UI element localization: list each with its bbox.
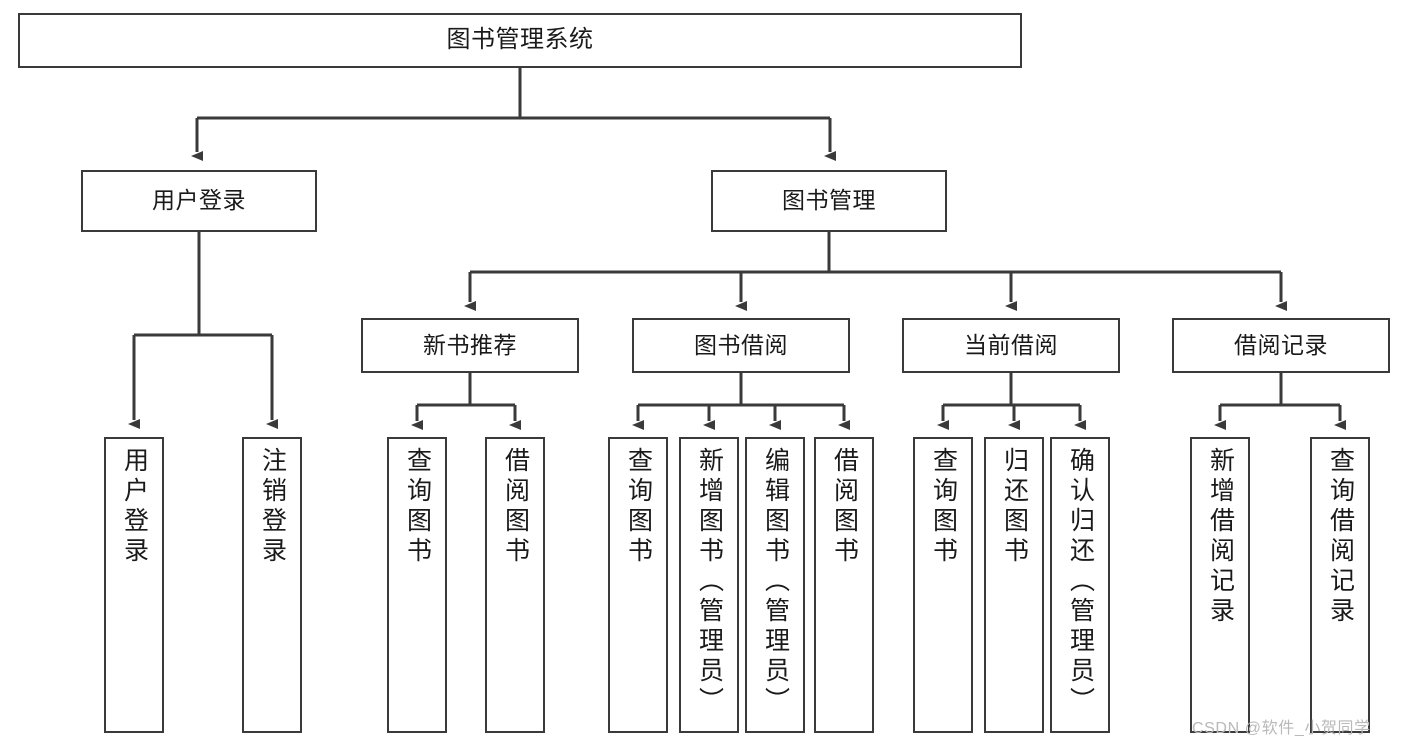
csdn-watermark: CSDN @软件_小贺同学 — [1192, 720, 1371, 737]
leaf-return-book-label: 归还图书 — [1000, 447, 1029, 567]
node-borrowing-record[interactable]: 借阅记录 — [1172, 318, 1390, 373]
leaf-add-borrow-record-label: 新增借阅记录 — [1206, 447, 1235, 627]
node-book-management-label: 图书管理 — [782, 187, 876, 214]
leaf-query-book-cb[interactable]: 查询图书 — [913, 437, 973, 733]
leaf-borrow-book-bb-label: 借阅图书 — [830, 447, 859, 567]
leaf-user-login[interactable]: 用户登录 — [104, 437, 164, 733]
node-book-management[interactable]: 图书管理 — [711, 170, 947, 232]
node-borrowing-record-label: 借阅记录 — [1234, 331, 1328, 358]
node-new-book-recommendation[interactable]: 新书推荐 — [361, 318, 579, 373]
leaf-edit-book-admin[interactable]: 编辑图书（管理员） — [745, 437, 805, 733]
leaf-confirm-return-admin[interactable]: 确认归还（管理员） — [1050, 437, 1110, 733]
node-current-borrowing[interactable]: 当前借阅 — [902, 318, 1120, 373]
leaf-logout-label: 注销登录 — [258, 447, 287, 567]
leaf-query-book-cb-label: 查询图书 — [929, 447, 958, 567]
node-new-book-recommendation-label: 新书推荐 — [423, 331, 517, 358]
leaf-query-borrow-record-label: 查询借阅记录 — [1326, 447, 1355, 627]
leaf-user-login-label: 用户登录 — [120, 447, 149, 567]
leaf-query-book-bb-label: 查询图书 — [624, 447, 653, 567]
leaf-query-book-nbr[interactable]: 查询图书 — [387, 437, 447, 733]
node-root-system[interactable]: 图书管理系统 — [18, 13, 1022, 68]
leaf-logout[interactable]: 注销登录 — [242, 437, 302, 733]
leaf-return-book[interactable]: 归还图书 — [984, 437, 1044, 733]
leaf-borrow-book-bb[interactable]: 借阅图书 — [814, 437, 874, 733]
leaf-borrow-book-nbr[interactable]: 借阅图书 — [485, 437, 545, 733]
leaf-query-book-bb[interactable]: 查询图书 — [608, 437, 668, 733]
leaf-add-borrow-record[interactable]: 新增借阅记录 — [1190, 437, 1250, 733]
node-book-borrowing[interactable]: 图书借阅 — [632, 318, 850, 373]
leaf-add-book-admin[interactable]: 新增图书（管理员） — [679, 437, 739, 733]
leaf-confirm-return-admin-label: 确认归还（管理员） — [1066, 447, 1095, 717]
node-user-login-label: 用户登录 — [152, 187, 246, 214]
node-current-borrowing-label: 当前借阅 — [964, 331, 1058, 358]
leaf-add-book-admin-label: 新增图书（管理员） — [695, 447, 724, 717]
leaf-query-book-nbr-label: 查询图书 — [403, 447, 432, 567]
node-root-system-label: 图书管理系统 — [446, 26, 594, 54]
leaf-borrow-book-nbr-label: 借阅图书 — [501, 447, 530, 567]
leaf-edit-book-admin-label: 编辑图书（管理员） — [761, 447, 790, 717]
node-book-borrowing-label: 图书借阅 — [694, 331, 788, 358]
leaf-query-borrow-record[interactable]: 查询借阅记录 — [1310, 437, 1370, 733]
node-user-login[interactable]: 用户登录 — [81, 170, 317, 232]
